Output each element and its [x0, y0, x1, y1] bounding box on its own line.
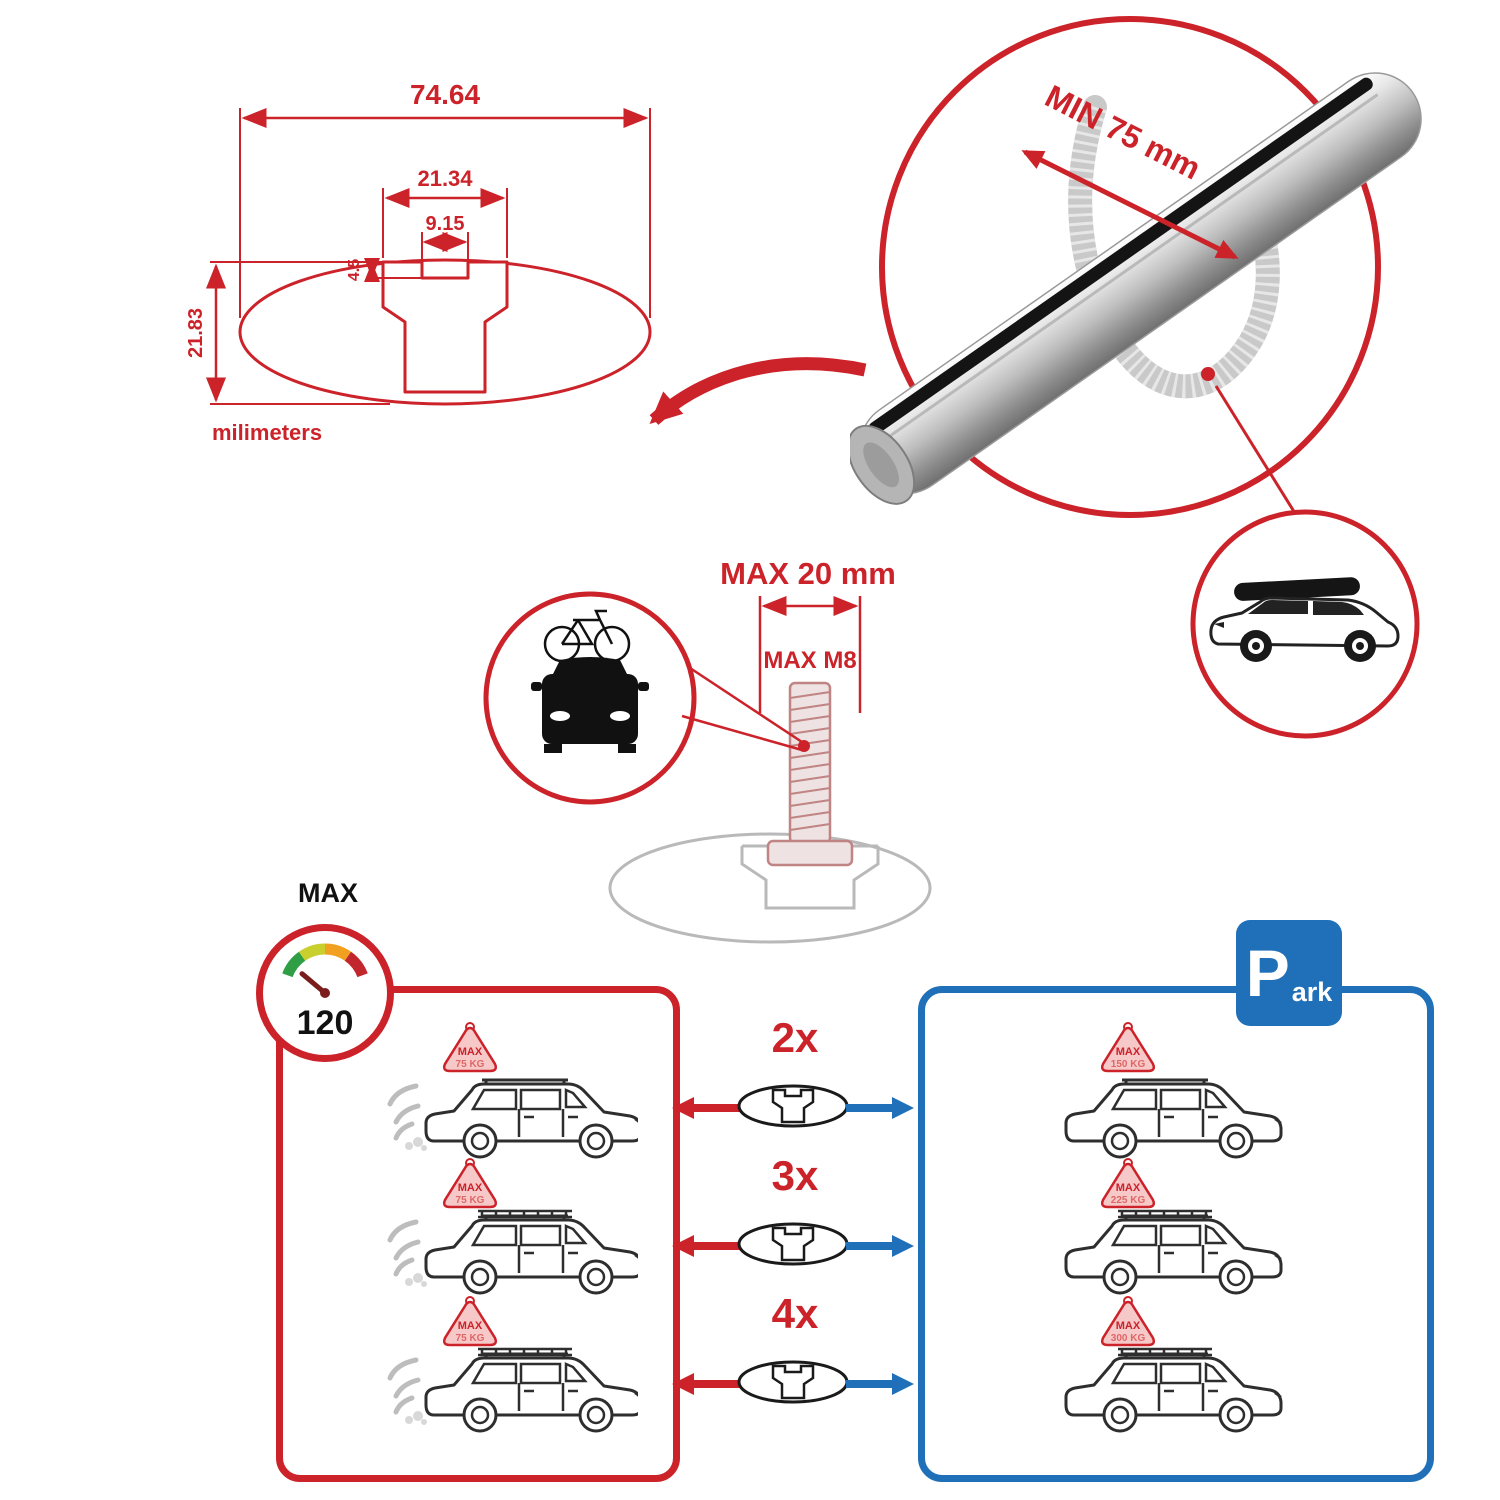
svg-text:225 KG: 225 KG — [1111, 1195, 1146, 1206]
svg-text:MAX: MAX — [458, 1320, 483, 1332]
dim-total-width: 74.64 — [410, 79, 480, 110]
units-label: milimeters — [212, 420, 322, 445]
callout-dot — [1201, 367, 1215, 381]
cross-section-dimension-diagram: 74.64 21.34 9.15 4.5 21.83 milimeters — [185, 79, 652, 445]
ghost-cross-section — [608, 832, 932, 944]
suv-drawing — [382, 1209, 638, 1295]
crossbar-qty-row-2 — [672, 1222, 914, 1266]
svg-text:MAX: MAX — [458, 1046, 483, 1058]
speed-max-label: MAX — [298, 878, 358, 908]
load-sign: MAX 225 KG — [1100, 1158, 1156, 1209]
ghost-slot-profile — [740, 844, 880, 910]
min-span-arrow — [1021, 149, 1239, 260]
parking-sign-rest: ark — [1291, 977, 1333, 1007]
suv-with-roofbox — [1209, 577, 1400, 662]
t-bolt — [766, 681, 854, 867]
bolt-callout: MAX 20 mm MAX M8 — [483, 556, 932, 944]
suv-drawing — [382, 1078, 638, 1159]
bar-closeup-callout: MIN 75 mm — [850, 16, 1422, 739]
svg-text:MAX: MAX — [1116, 1182, 1141, 1194]
crossbar-qty-row-3 — [672, 1360, 914, 1404]
suv-drawing — [1064, 1209, 1283, 1295]
dim-slot-outer-width: 21.34 — [417, 166, 473, 191]
load-sign: MAX 300 KG — [1100, 1296, 1156, 1347]
svg-text:MAX: MAX — [1116, 1320, 1141, 1332]
qty-label-2x: 2x — [771, 1014, 819, 1061]
car-front-icon — [531, 657, 649, 753]
dim-total-height: 21.83 — [185, 308, 207, 358]
parking-sign: P ark — [1236, 920, 1342, 1026]
suv-drawing — [1064, 1347, 1283, 1433]
suv-drawing — [382, 1347, 638, 1433]
load-sign: MAX 150 KG — [1100, 1022, 1156, 1073]
dim-slot-depth: 4.5 — [346, 259, 363, 281]
parking-sign-letter: P — [1245, 936, 1290, 1010]
load-sign: MAX 75 KG — [442, 1022, 498, 1073]
bolt-max-thread-label: MAX M8 — [763, 647, 856, 674]
load-sign: MAX 75 KG — [442, 1158, 498, 1209]
dim-slot-inner-width: 9.15 — [426, 213, 465, 235]
parked-car-row-1: MAX 150 KG — [1040, 1022, 1296, 1164]
svg-text:300 KG: 300 KG — [1111, 1333, 1146, 1344]
bolt-max-width-label: MAX 20 mm — [720, 556, 896, 591]
crossbar-qty-row-1 — [672, 1084, 914, 1128]
callout-dot — [798, 740, 810, 752]
svg-text:75 KG: 75 KG — [456, 1333, 485, 1344]
moving-car-row-2: MAX 75 KG — [382, 1158, 638, 1300]
parked-car-row-3: MAX 300 KG — [1040, 1296, 1296, 1438]
speed-value: 120 — [297, 1004, 354, 1042]
aluminium-crossbar — [850, 72, 1422, 505]
suv-drawing — [1064, 1078, 1283, 1159]
parked-car-row-2: MAX 225 KG — [1040, 1158, 1296, 1300]
gauge-needle — [299, 971, 328, 996]
speed-limit-badge: 120 — [256, 924, 394, 1062]
roof-box — [1234, 577, 1360, 601]
svg-text:75 KG: 75 KG — [456, 1195, 485, 1206]
svg-text:75 KG: 75 KG — [456, 1059, 485, 1070]
callout-arrow-to-drawing — [649, 357, 867, 425]
qty-label-4x: 4x — [771, 1290, 819, 1337]
t-bolt-head — [766, 839, 854, 867]
load-sign: MAX 75 KG — [442, 1296, 498, 1347]
svg-text:MAX: MAX — [1116, 1046, 1141, 1058]
speedometer-gauge: 120 — [282, 943, 368, 1042]
svg-text:MAX: MAX — [458, 1182, 483, 1194]
qty-label-3x: 3x — [771, 1152, 819, 1199]
moving-car-row-1: MAX 75 KG — [382, 1022, 638, 1164]
svg-text:150 KG: 150 KG — [1111, 1059, 1146, 1070]
moving-car-row-3: MAX 75 KG — [382, 1296, 638, 1438]
